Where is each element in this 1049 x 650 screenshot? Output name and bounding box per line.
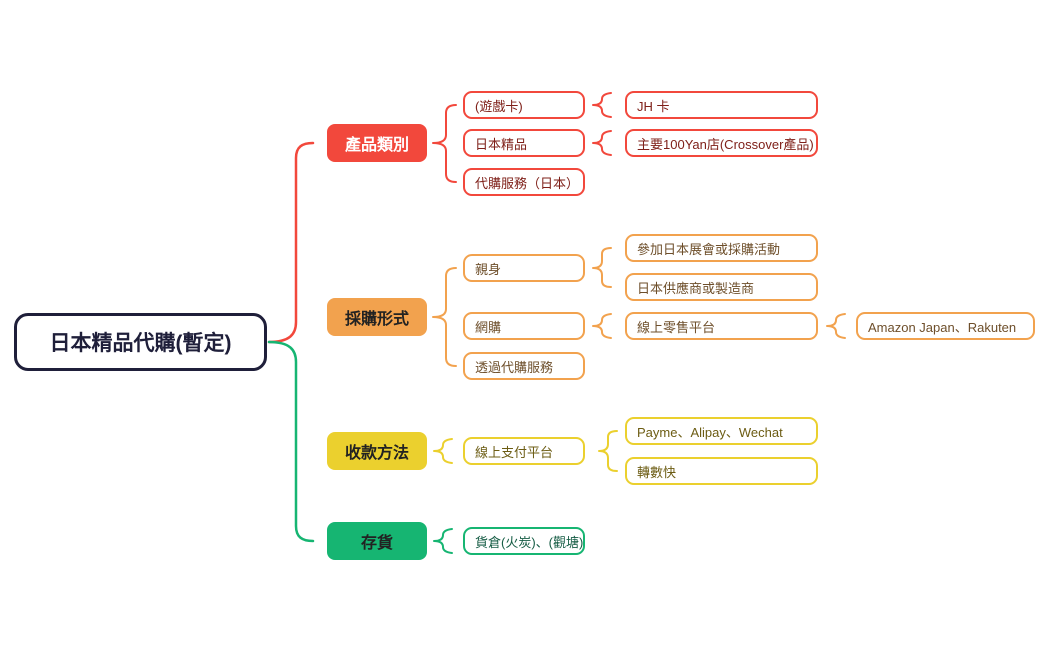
brace-root-bottom xyxy=(267,340,315,543)
node-japan-expo-events[interactable]: 參加日本展會或採購活動 xyxy=(625,234,818,262)
brace-onlineshopping-child xyxy=(592,313,612,339)
brace-inperson-children xyxy=(592,247,612,288)
node-online-retail-platform[interactable]: 線上零售平台 xyxy=(625,312,818,340)
brace-paymentplatform-children xyxy=(598,430,618,472)
node-jh-card[interactable]: JH 卡 xyxy=(625,91,818,119)
brace-gamecard-child xyxy=(592,92,612,118)
branch-purchase-method[interactable]: 採購形式 xyxy=(327,298,427,336)
node-online-shopping[interactable]: 網購 xyxy=(463,312,585,340)
brace-root-top xyxy=(267,141,315,344)
brace-stock-child xyxy=(433,528,453,554)
node-proxy-service-japan[interactable]: 代購服務（日本） xyxy=(463,168,585,196)
node-in-person[interactable]: 親身 xyxy=(463,254,585,282)
branch-stock[interactable]: 存貨 xyxy=(327,522,427,560)
node-100yan-crossover[interactable]: 主要100Yan店(Crossover產品) xyxy=(625,129,818,157)
node-via-proxy-service[interactable]: 透過代購服務 xyxy=(463,352,585,380)
node-warehouse-fotan-kwuntong[interactable]: 貨倉(火炭)、(觀塘) xyxy=(463,527,585,555)
brace-purchase-children xyxy=(432,267,457,367)
root-node[interactable]: 日本精品代購(暫定) xyxy=(14,313,267,371)
node-payme-alipay-wechat[interactable]: Payme、Alipay、Wechat xyxy=(625,417,818,445)
branch-payment-method[interactable]: 收款方法 xyxy=(327,432,427,470)
node-japan-suppliers[interactable]: 日本供應商或製造商 xyxy=(625,273,818,301)
node-amazon-rakuten[interactable]: Amazon Japan、Rakuten xyxy=(856,312,1035,340)
brace-payment-child xyxy=(433,438,453,464)
node-japan-goods[interactable]: 日本精品 xyxy=(463,129,585,157)
node-game-card[interactable]: (遊戲卡) xyxy=(463,91,585,119)
brace-jpgoods-child xyxy=(592,130,612,156)
brace-retail-child xyxy=(826,313,846,339)
node-fps[interactable]: 轉數快 xyxy=(625,457,818,485)
brace-product-children xyxy=(432,104,457,183)
node-online-payment-platform[interactable]: 線上支付平台 xyxy=(463,437,585,465)
branch-product-category[interactable]: 產品類別 xyxy=(327,124,427,162)
